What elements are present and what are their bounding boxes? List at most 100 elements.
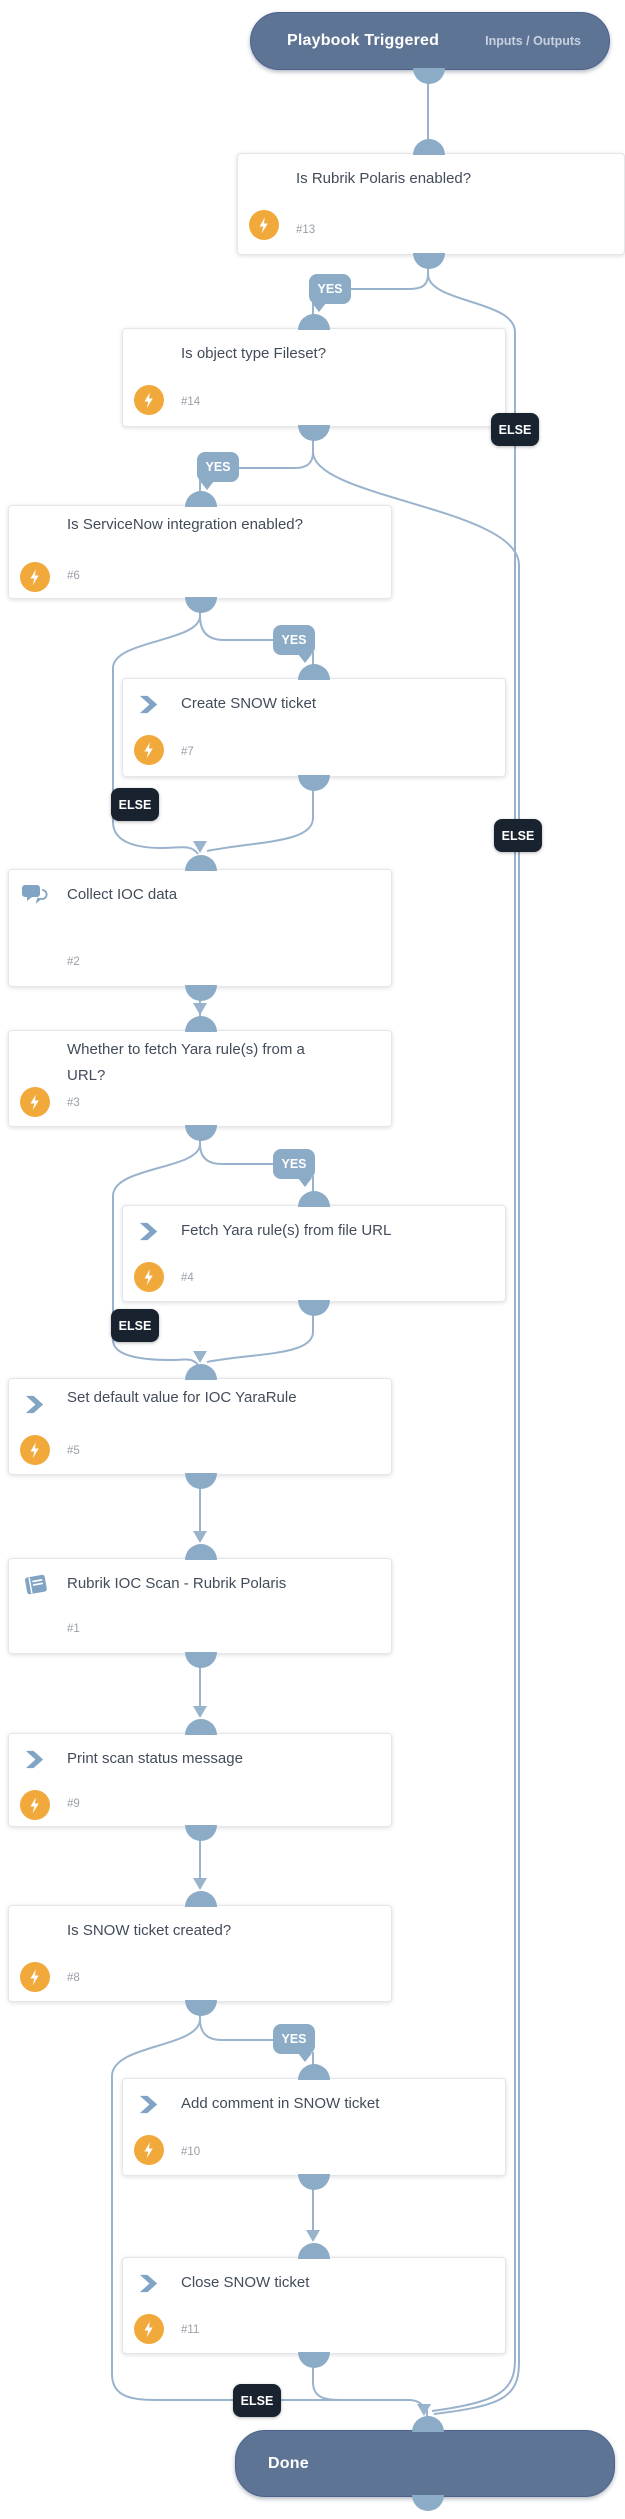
- sub-playbook-book-icon: [22, 1572, 50, 1603]
- task-title: Is SNOW ticket created?: [67, 1922, 232, 1939]
- inputs-outputs-link[interactable]: Inputs / Outputs: [485, 34, 581, 48]
- port-top: [298, 1191, 330, 1207]
- task-title: Is ServiceNow integration enabled?: [67, 516, 303, 533]
- task-number: #9: [67, 1798, 80, 1810]
- condition-diamond-icon: [22, 1044, 28, 1062]
- port-bottom: [185, 1652, 217, 1668]
- task-chevron-icon: [136, 1219, 161, 1249]
- automation-bolt-icon: [20, 1962, 50, 1992]
- task-title: Is object type Fileset?: [181, 345, 327, 362]
- task-node-4[interactable]: Fetch Yara rule(s) from file URL #4: [122, 1191, 506, 1316]
- task-node-11[interactable]: Close SNOW ticket #11: [122, 2243, 506, 2368]
- task-number: #2: [67, 956, 80, 968]
- task-number: #6: [67, 570, 80, 582]
- condition-diamond-icon: [251, 167, 257, 185]
- task-number: #13: [296, 224, 316, 236]
- port-bottom: [185, 1473, 217, 1489]
- yes-branch-label: YES: [273, 2024, 315, 2062]
- task-title: Collect IOC data: [67, 886, 178, 903]
- task-node-6[interactable]: Is ServiceNow integration enabled? #6: [8, 491, 392, 613]
- condition-diamond-icon: [136, 342, 142, 360]
- port-top: [185, 855, 217, 871]
- task-number: #7: [181, 746, 194, 758]
- task-number: #14: [181, 396, 201, 408]
- playbook-trigger-title: Playbook Triggered: [287, 32, 440, 49]
- task-node-3[interactable]: Whether to fetch Yara rule(s) from a URL…: [8, 1016, 392, 1141]
- yes-branch-label: YES: [273, 625, 315, 663]
- condition-diamond-icon: [22, 1919, 28, 1937]
- playbook-trigger-header[interactable]: Playbook Triggered Inputs / Outputs: [250, 12, 610, 84]
- port-top: [185, 1719, 217, 1735]
- task-title: Rubrik IOC Scan - Rubrik Polaris: [67, 1575, 287, 1592]
- task-node-8[interactable]: Is SNOW ticket created? #8: [8, 1891, 392, 2016]
- port-top: [298, 664, 330, 680]
- condition-diamond-icon: [22, 519, 28, 537]
- port-top: [298, 2064, 330, 2080]
- task-title: Whether to fetch Yara rule(s) from a URL…: [67, 1041, 305, 1084]
- yes-branch-label: YES: [309, 274, 351, 312]
- yes-branch-label: YES: [273, 1149, 315, 1187]
- done-title: Done: [268, 2454, 309, 2472]
- automation-bolt-icon: [134, 1262, 164, 1292]
- task-chevron-icon: [22, 1392, 47, 1422]
- port-top: [298, 314, 330, 330]
- port-bottom: [298, 775, 330, 791]
- task-number: #11: [181, 2324, 200, 2336]
- port-bottom: [185, 2000, 217, 2016]
- port-bottom: [298, 1300, 330, 1316]
- task-chevron-icon: [22, 1747, 47, 1777]
- port-bottom: [413, 253, 445, 269]
- port-bottom: [185, 1125, 217, 1141]
- port-bottom: [298, 2352, 330, 2368]
- port-top: [413, 139, 445, 155]
- arrowheads: [193, 841, 431, 2416]
- task-title: Create SNOW ticket: [181, 695, 317, 712]
- port-top: [185, 491, 217, 507]
- automation-bolt-icon: [20, 1087, 50, 1117]
- task-number: #5: [67, 1445, 80, 1457]
- task-node-7[interactable]: Create SNOW ticket #7: [122, 664, 506, 791]
- task-node-1[interactable]: Rubrik IOC Scan - Rubrik Polaris #1: [8, 1544, 392, 1668]
- port-bottom: [185, 985, 217, 1001]
- task-node-14[interactable]: Is object type Fileset? #14: [122, 314, 506, 441]
- automation-bolt-icon: [134, 2135, 164, 2165]
- yes-branch-label: YES: [197, 452, 239, 490]
- task-title: Fetch Yara rule(s) from file URL: [181, 1222, 392, 1239]
- port-top: [185, 1891, 217, 1907]
- port-bottom: [185, 597, 217, 613]
- port-bottom: [185, 1825, 217, 1841]
- automation-bolt-icon: [20, 1790, 50, 1820]
- task-node-13[interactable]: Is Rubrik Polaris enabled? #13: [237, 139, 625, 269]
- port-top: [185, 1364, 217, 1380]
- task-node-5[interactable]: Set default value for IOC YaraRule #5: [8, 1364, 392, 1489]
- port-top: [298, 2243, 330, 2259]
- task-title: Set default value for IOC YaraRule: [67, 1389, 297, 1406]
- task-title: Add comment in SNOW ticket: [181, 2095, 380, 2112]
- task-chevron-icon: [136, 2092, 161, 2122]
- task-node-2[interactable]: Collect IOC data #2: [8, 855, 392, 1001]
- port-top: [185, 1544, 217, 1560]
- port-top: [185, 1016, 217, 1032]
- port-top: [412, 2416, 444, 2432]
- task-title: Is Rubrik Polaris enabled?: [296, 170, 472, 187]
- port-bottom: [413, 68, 445, 84]
- task-number: #4: [181, 1272, 194, 1284]
- else-branch-label: ELSE: [111, 1309, 159, 1342]
- else-branch-label: ELSE: [233, 2384, 281, 2417]
- automation-bolt-icon: [20, 562, 50, 592]
- task-number: #1: [67, 1623, 80, 1635]
- task-node-10[interactable]: Add comment in SNOW ticket #10: [122, 2064, 506, 2190]
- else-branch-label: ELSE: [491, 413, 539, 446]
- task-chevron-icon: [136, 2271, 161, 2301]
- automation-bolt-icon: [20, 1435, 50, 1465]
- task-title: Print scan status message: [67, 1750, 243, 1767]
- task-number: #10: [181, 2146, 201, 2158]
- automation-bolt-icon: [134, 735, 164, 765]
- task-chevron-icon: [136, 692, 161, 722]
- automation-bolt-icon: [134, 385, 164, 415]
- task-node-9[interactable]: Print scan status message #9: [8, 1719, 392, 1841]
- automation-bolt-icon: [134, 2314, 164, 2344]
- port-bottom: [412, 2495, 444, 2511]
- done-node[interactable]: Done: [235, 2416, 615, 2511]
